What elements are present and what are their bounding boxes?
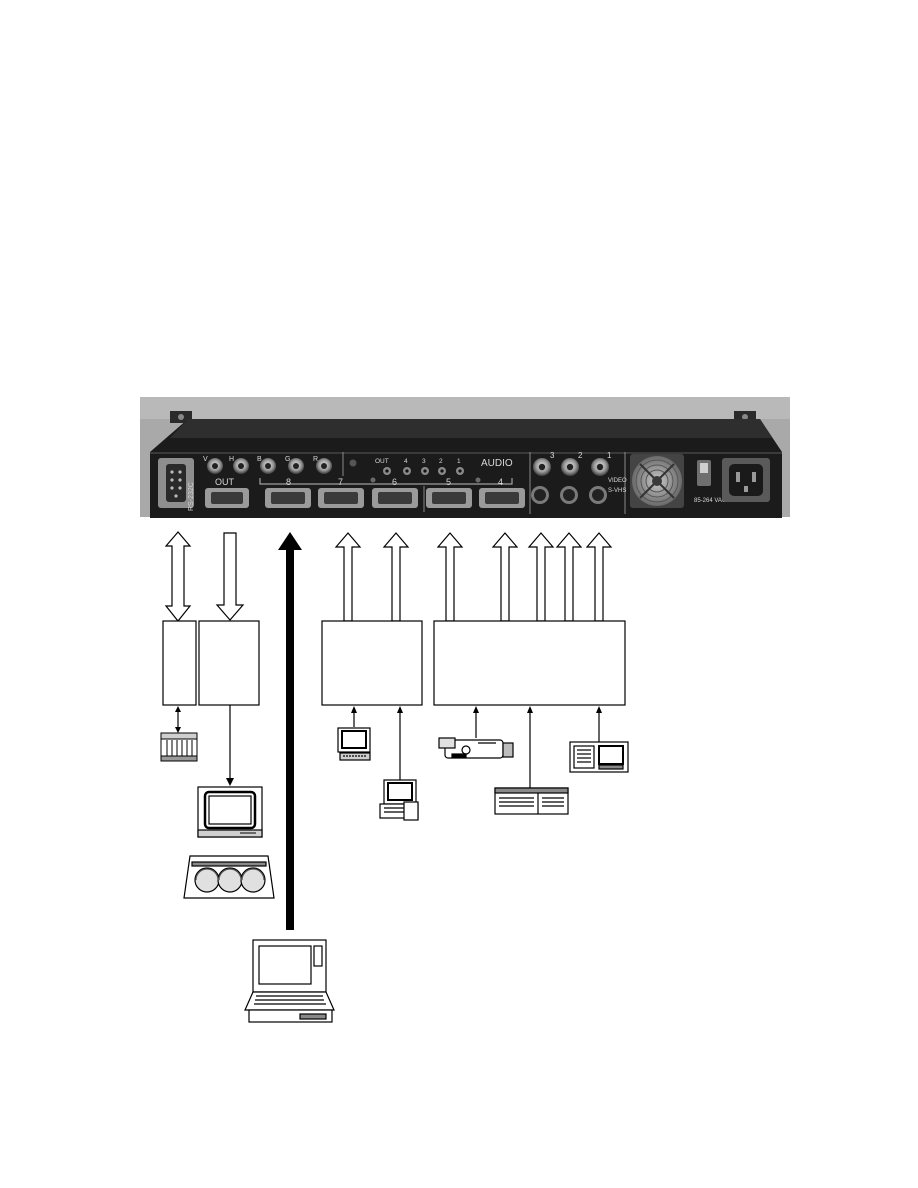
vga-input-label-5: 5 xyxy=(446,477,451,487)
input-arrow-6 xyxy=(382,532,410,622)
audio-jacks: OUT 4 3 2 1 AUDIO xyxy=(349,458,513,483)
rs232-port: RS-232C xyxy=(158,458,195,511)
video-label: VIDEO xyxy=(608,478,627,484)
audio-jack-label-3: 3 xyxy=(422,458,426,465)
audio-label: AUDIO xyxy=(481,458,513,469)
crt-monitor-icon xyxy=(197,786,263,838)
device-lines xyxy=(175,705,602,788)
computer-box xyxy=(321,620,423,706)
bnc-label-r: R xyxy=(313,456,318,463)
display-box xyxy=(198,620,260,706)
vga-output-port xyxy=(205,488,249,508)
rear-panel: RS-232C V H B G R OUT xyxy=(140,397,790,518)
video-arrow-2 xyxy=(555,532,583,622)
device-boxes xyxy=(162,620,626,706)
bnc-label-g: G xyxy=(285,456,290,463)
rs232-bidirectional-arrow xyxy=(164,531,192,622)
audio-jack-label-4: 4 xyxy=(404,458,408,465)
vcr-icon xyxy=(494,787,569,815)
rs232-label: RS-232C xyxy=(188,482,195,511)
svideo-inputs: S-VHS xyxy=(531,486,626,504)
cooling-fan xyxy=(630,454,684,508)
bnc-label-h: H xyxy=(229,456,234,463)
laptop-icon xyxy=(244,939,335,1023)
desktop-computer-icon xyxy=(337,727,371,761)
vga-input-label-7: 7 xyxy=(338,477,343,487)
out-label: OUT xyxy=(215,477,235,487)
vga-input-label-8: 8 xyxy=(286,477,291,487)
projector-icon xyxy=(183,855,275,899)
output-arrow xyxy=(215,532,245,621)
bnc-connectors: V H B G R xyxy=(203,456,332,474)
input-arrow-4 xyxy=(491,532,519,622)
power-label: 85-264 VAC xyxy=(694,498,727,504)
video-arrow-3 xyxy=(527,532,555,622)
input-arrow-7 xyxy=(334,532,362,622)
vga-input-label-4: 4 xyxy=(498,477,503,487)
bnc-label-v: V xyxy=(203,456,208,463)
video-input-label-3: 3 xyxy=(550,451,555,460)
video-inputs: 3 2 1 VIDEO xyxy=(533,451,627,484)
vga-input-ports: 8 7 6 5 4 xyxy=(265,477,525,508)
camcorder-icon xyxy=(438,737,514,759)
power-section: 85-264 VAC xyxy=(694,458,770,504)
video-arrow-1 xyxy=(585,532,613,622)
bnc-label-b: B xyxy=(257,456,262,463)
svideo-label: S-VHS xyxy=(608,488,626,494)
tower-computer-icon xyxy=(379,779,419,821)
laptop-input-arrow xyxy=(278,532,302,930)
video-input-label-1: 1 xyxy=(607,451,612,460)
control-box xyxy=(162,620,197,706)
audio-jack-label-out: OUT xyxy=(375,458,389,465)
input-arrow-5 xyxy=(436,532,464,622)
vga-input-label-6: 6 xyxy=(392,477,397,487)
connection-arrows xyxy=(164,531,613,622)
video-source-box xyxy=(433,620,626,706)
control-panel-icon xyxy=(160,732,198,762)
video-input-label-2: 2 xyxy=(578,451,583,460)
audio-jack-label-2: 2 xyxy=(439,458,443,465)
audio-jack-label-1: 1 xyxy=(457,458,461,465)
video-monitor-icon xyxy=(569,741,629,773)
